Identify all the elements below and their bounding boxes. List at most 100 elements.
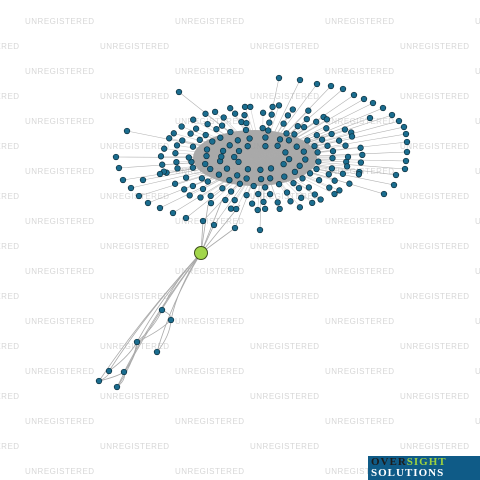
watermark-text: UNREGISTERED bbox=[100, 392, 170, 401]
network-node bbox=[359, 151, 366, 159]
network-node bbox=[115, 164, 123, 172]
network-node bbox=[328, 165, 336, 172]
network-node bbox=[139, 176, 147, 184]
network-node bbox=[341, 126, 349, 133]
network-node bbox=[175, 88, 183, 96]
network-node bbox=[219, 185, 226, 192]
watermark-text: UNREGISTERED bbox=[0, 142, 20, 151]
network-edge bbox=[156, 252, 202, 353]
network-node bbox=[260, 198, 267, 206]
network-node bbox=[342, 142, 349, 149]
network-edge bbox=[261, 79, 301, 159]
network-node bbox=[369, 99, 377, 107]
network-node bbox=[331, 190, 338, 198]
watermark-text: UNREGISTERED bbox=[475, 17, 480, 26]
network-edge bbox=[250, 106, 263, 159]
network-node bbox=[315, 177, 323, 184]
network-node bbox=[173, 142, 181, 149]
network-node bbox=[241, 112, 248, 119]
network-node bbox=[234, 137, 241, 144]
watermark-layer: UNREGISTERED UNREGISTERED UNREGISTERED UNRE… bbox=[0, 17, 480, 476]
watermark-text: UNREGISTERED bbox=[175, 67, 245, 76]
network-node bbox=[112, 153, 120, 161]
network-edge bbox=[213, 157, 263, 226]
network-node bbox=[220, 114, 227, 121]
watermark-text: UNREGISTERED bbox=[250, 442, 320, 451]
network-node bbox=[304, 137, 311, 144]
network-node bbox=[296, 162, 303, 169]
node-layer bbox=[95, 74, 411, 391]
network-edge bbox=[159, 157, 263, 209]
network-node bbox=[189, 143, 197, 150]
network-node bbox=[259, 109, 267, 116]
network-node bbox=[207, 192, 214, 200]
watermark-text: UNREGISTERED bbox=[325, 17, 395, 26]
network-node bbox=[179, 137, 186, 144]
network-node bbox=[335, 137, 343, 144]
network-node bbox=[127, 184, 135, 192]
network-node bbox=[266, 190, 274, 198]
watermark-text: UNREGISTERED bbox=[475, 267, 480, 276]
network-edge bbox=[261, 157, 310, 188]
watermark-text: UNREGISTERED bbox=[25, 117, 95, 126]
watermark-text: UNREGISTERED bbox=[250, 92, 320, 101]
watermark-text: UNREGISTERED bbox=[400, 192, 470, 201]
network-node bbox=[324, 142, 331, 149]
network-edge bbox=[261, 107, 384, 159]
network-node bbox=[282, 149, 289, 156]
network-node bbox=[209, 138, 216, 145]
network-node bbox=[133, 338, 141, 346]
network-node bbox=[198, 175, 206, 182]
network-node bbox=[339, 170, 347, 177]
network-node bbox=[348, 133, 356, 140]
watermark-text: UNREGISTERED bbox=[25, 467, 95, 476]
network-node bbox=[276, 205, 283, 213]
oversight-solutions-logo: OVERSIGHT SOLUTIONS bbox=[368, 456, 480, 480]
network-node bbox=[197, 194, 204, 201]
network-node bbox=[189, 182, 197, 190]
network-node bbox=[203, 146, 211, 153]
watermark-text: UNREGISTERED bbox=[325, 367, 395, 376]
watermark-text: UNREGISTERED bbox=[0, 292, 20, 301]
network-edge bbox=[207, 157, 263, 182]
network-node bbox=[187, 130, 194, 137]
network-node bbox=[247, 103, 254, 111]
network-node bbox=[243, 119, 250, 127]
network-node bbox=[274, 199, 281, 206]
network-node bbox=[246, 135, 253, 142]
network-node bbox=[275, 74, 283, 82]
network-node bbox=[311, 142, 318, 150]
network-node bbox=[213, 125, 220, 133]
network-node bbox=[290, 179, 297, 187]
network-edge bbox=[164, 148, 263, 159]
watermark-text: UNREGISTERED bbox=[25, 17, 95, 26]
network-node bbox=[388, 111, 396, 119]
network-edge bbox=[246, 123, 263, 159]
network-node bbox=[204, 120, 211, 128]
watermark-text: UNREGISTERED bbox=[475, 417, 480, 426]
network-edge bbox=[261, 157, 296, 173]
watermark-text: UNREGISTERED bbox=[25, 167, 95, 176]
network-node bbox=[313, 80, 321, 88]
watermark-text: UNREGISTERED bbox=[250, 292, 320, 301]
network-node bbox=[296, 204, 304, 211]
watermark-text: UNREGISTERED bbox=[100, 42, 170, 51]
network-node bbox=[392, 171, 400, 179]
watermark-text: UNREGISTERED bbox=[325, 467, 395, 476]
network-node bbox=[259, 124, 266, 132]
network-node bbox=[298, 194, 305, 201]
network-edge bbox=[261, 157, 397, 176]
network-edge bbox=[223, 117, 263, 159]
network-node bbox=[156, 170, 164, 178]
watermark-text: UNREGISTERED bbox=[100, 292, 170, 301]
network-node bbox=[227, 128, 234, 136]
watermark-text: UNREGISTERED bbox=[400, 442, 470, 451]
network-node bbox=[309, 199, 316, 207]
network-edge bbox=[220, 137, 263, 159]
watermark-text: UNREGISTERED bbox=[400, 42, 470, 51]
network-edge bbox=[261, 157, 266, 188]
network-node bbox=[314, 149, 321, 156]
network-node bbox=[158, 306, 166, 314]
network-edge bbox=[261, 157, 320, 181]
network-edge bbox=[261, 157, 288, 193]
